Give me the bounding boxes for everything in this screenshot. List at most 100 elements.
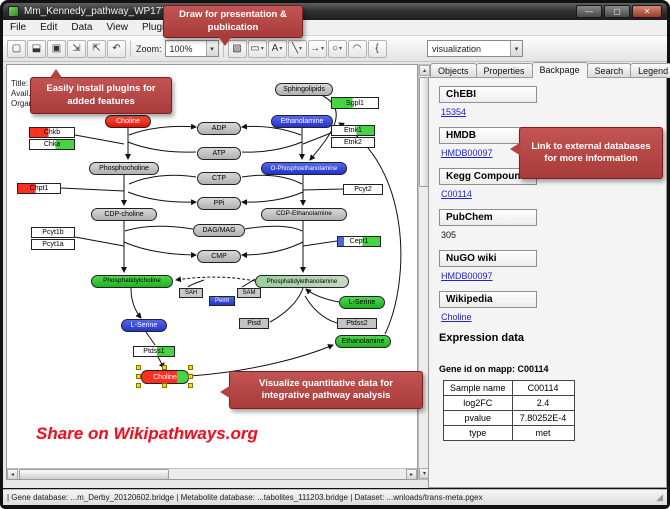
- chevron-down-icon: ▾: [279, 46, 283, 52]
- pathway-node-sam[interactable]: SAM: [237, 288, 261, 298]
- pathway-node-etnk2[interactable]: Etnk2: [331, 137, 375, 148]
- pathway-node-ctp[interactable]: CTP: [197, 172, 241, 185]
- selection-handle[interactable]: [188, 374, 193, 379]
- pathway-node-dag-mag[interactable]: DAG/MAG: [193, 224, 245, 237]
- menu-view[interactable]: View: [106, 22, 128, 33]
- menu-plugins[interactable]: Plugins: [141, 22, 175, 33]
- pathway-node-sah[interactable]: SAH: [179, 288, 203, 298]
- pathway-node-pemt[interactable]: Pemt: [209, 296, 235, 306]
- selection-handle[interactable]: [188, 365, 193, 370]
- pathway-node-cdp-choline[interactable]: CDP-choline: [91, 208, 157, 221]
- maximize-button[interactable]: ▢: [604, 5, 630, 18]
- pathway-node-o-phosphoethanolamine[interactable]: O-Phosphoethanolamine: [261, 162, 347, 175]
- share-wikipathways-text: Share on Wikipathways.org: [36, 424, 258, 443]
- arc-tool-icon[interactable]: ◠: [347, 39, 367, 58]
- chevron-down-icon: ▾: [339, 46, 343, 52]
- selection-handle[interactable]: [188, 383, 193, 388]
- pathway-node-pcyt2[interactable]: Pcyt2: [343, 184, 383, 195]
- scroll-right-icon[interactable]: ▸: [406, 469, 417, 479]
- selection-handle[interactable]: [136, 365, 141, 370]
- pathway-node-etnk1[interactable]: Etnk1: [331, 125, 375, 136]
- menu-data[interactable]: Data: [71, 22, 93, 33]
- pathway-node-pcyt1a[interactable]: Pcyt1a: [31, 239, 75, 250]
- pathway-node-ppi[interactable]: PPi: [197, 197, 241, 210]
- title-bar[interactable]: Mm_Kennedy_pathway_WP1771_45176.gpml — ▢…: [3, 3, 667, 20]
- external-link-c00114[interactable]: C00114: [441, 189, 472, 199]
- pathway-node-ptdss1[interactable]: Ptdss1: [133, 346, 175, 357]
- callout-arrow-left: [510, 142, 521, 156]
- oval-tool-icon[interactable]: ○▾: [327, 39, 347, 58]
- pathway-canvas[interactable]: Title:Avail...Organ...: [6, 64, 418, 480]
- chevron-down-icon[interactable]: ▾: [205, 41, 218, 56]
- external-link-hmdb00097[interactable]: HMDB00097: [441, 271, 493, 281]
- close-button[interactable]: ✕: [632, 5, 662, 18]
- tab-objects[interactable]: Objects: [430, 63, 477, 78]
- pathway-node-phosphatidylcholine[interactable]: Phosphatidylcholine: [91, 275, 173, 288]
- zoom-combobox[interactable]: 100% ▾: [164, 40, 219, 57]
- pathway-node-cept1[interactable]: Cept1: [337, 236, 381, 247]
- pathway-node-phosphocholine[interactable]: Phosphocholine: [89, 162, 159, 175]
- import-icon[interactable]: ⇲: [67, 39, 86, 58]
- pathway-node-atp[interactable]: ATP: [197, 147, 241, 160]
- resize-grip[interactable]: ◢: [656, 492, 663, 502]
- pathway-node-sphingolipids[interactable]: Sphingolipids: [275, 83, 333, 96]
- open-folder-icon[interactable]: ⬓: [27, 39, 46, 58]
- new-file-icon[interactable]: ▢: [7, 39, 26, 58]
- menu-file[interactable]: File: [10, 22, 27, 33]
- horizontal-scrollbar[interactable]: ◂ ▸: [7, 468, 417, 479]
- section-value-pubchem: 305: [441, 230, 457, 240]
- tab-legend[interactable]: Legend: [630, 63, 670, 78]
- external-link-hmdb00097[interactable]: HMDB00097: [441, 148, 493, 158]
- pathway-node-choline[interactable]: Choline: [141, 370, 189, 384]
- label-tool-icon[interactable]: A▾: [267, 39, 287, 58]
- pathway-node-ptdss2[interactable]: Ptdss2: [337, 318, 377, 329]
- app-icon: [8, 6, 19, 17]
- visualization-combobox[interactable]: visualization ▾: [427, 40, 523, 57]
- pathway-node-l-serine[interactable]: L-Serine: [339, 296, 385, 309]
- pathway-node-ethanolamine[interactable]: Ethanolamine: [335, 335, 391, 348]
- tab-backpage[interactable]: Backpage: [531, 62, 588, 78]
- line-tool-icon[interactable]: ╲▾: [287, 39, 307, 58]
- scroll-up-icon[interactable]: ▴: [419, 65, 430, 76]
- selection-handle[interactable]: [136, 374, 141, 379]
- external-link-15354[interactable]: 15354: [441, 107, 467, 117]
- selection-handle[interactable]: [136, 383, 141, 388]
- pathway-node-pcyt1b[interactable]: Pcyt1b: [31, 227, 75, 238]
- selection-handle[interactable]: [162, 383, 167, 388]
- pathway-node-cdp-ethanolamine[interactable]: CDP-Ethanolamine: [261, 208, 347, 221]
- callout-install-plugins: Easily install plugins for added feature…: [30, 69, 172, 114]
- pathway-node-cmp[interactable]: CMP: [197, 250, 241, 263]
- save-icon[interactable]: ▣: [47, 39, 66, 58]
- export-icon[interactable]: ⇱: [87, 39, 106, 58]
- table-cell: C00114: [511, 380, 575, 396]
- tab-search[interactable]: Search: [586, 63, 632, 78]
- pathway-node-sgpl1[interactable]: Sgpl1: [331, 97, 379, 109]
- pathway-node-choline[interactable]: Choline: [105, 115, 151, 128]
- undo-icon[interactable]: ↶: [107, 39, 126, 58]
- pathway-node-chkb[interactable]: Chkb: [29, 127, 75, 138]
- tab-properties[interactable]: Properties: [475, 63, 533, 78]
- menu-edit[interactable]: Edit: [40, 22, 58, 33]
- pathway-edges: [60, 95, 402, 377]
- chevron-down-icon: ▾: [299, 46, 303, 52]
- pathway-node-chka[interactable]: Chka: [29, 139, 75, 150]
- pathway-node-ethanolamine[interactable]: Ethanolamine: [271, 115, 333, 128]
- pathway-node-l-serine[interactable]: L-Serine: [121, 319, 167, 332]
- horizontal-scroll-thumb[interactable]: [19, 469, 169, 479]
- selection-tool-icon[interactable]: ▧: [227, 39, 247, 58]
- pathway-node-adp[interactable]: ADP: [197, 122, 241, 135]
- datanode-tool-icon[interactable]: ▭▾: [247, 39, 267, 58]
- arrow-tool-icon[interactable]: →▾: [307, 39, 327, 58]
- minimize-button[interactable]: —: [576, 5, 602, 18]
- pathway-node-pisd[interactable]: Pisd: [239, 318, 269, 329]
- selection-handle[interactable]: [162, 365, 167, 370]
- pathway-node-phosphatidylethanolamine[interactable]: Phosphatidylethanolamine: [255, 275, 349, 288]
- external-link-choline[interactable]: Choline: [441, 312, 472, 322]
- pathway-node-chpt1[interactable]: Chpt1: [17, 183, 61, 194]
- scroll-left-icon[interactable]: ◂: [7, 469, 18, 479]
- chevron-down-icon[interactable]: ▾: [510, 41, 522, 56]
- brace-tool-icon[interactable]: {: [367, 39, 387, 58]
